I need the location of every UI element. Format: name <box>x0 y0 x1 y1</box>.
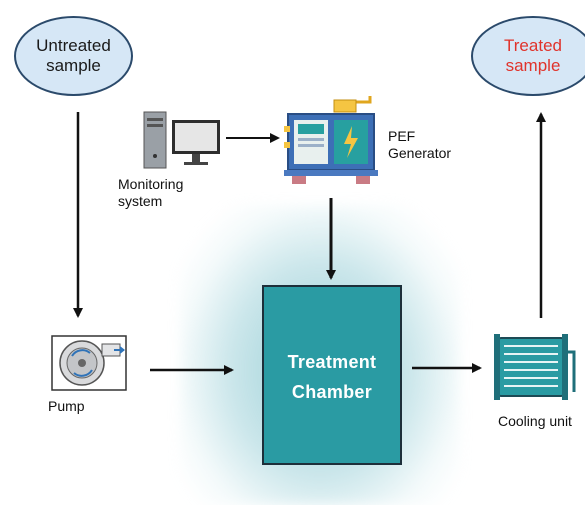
computer-icon <box>143 111 220 169</box>
pef-process-diagram: Untreated sample Treated sample Monitori… <box>14 16 585 505</box>
flow-arrows <box>73 112 546 375</box>
treatment-chamber-label: Treatment Chamber <box>287 352 377 402</box>
monitoring-system-label: Monitoring system <box>118 176 184 209</box>
treatment-chamber: Treatment Chamber <box>262 285 402 465</box>
pef-generator-label: PEF Generator <box>388 128 452 161</box>
pef-generator-icon <box>284 96 378 184</box>
treated-sample-node: Treated sample <box>471 16 585 96</box>
pump-icon <box>51 335 127 391</box>
treated-sample-label: Treated sample <box>504 36 562 75</box>
untreated-sample-node: Untreated sample <box>14 16 133 96</box>
untreated-sample-label: Untreated sample <box>36 36 111 75</box>
pump-label: Pump <box>48 398 85 414</box>
cooling-unit-icon <box>494 334 576 400</box>
cooling-unit-label: Cooling unit <box>498 413 572 429</box>
